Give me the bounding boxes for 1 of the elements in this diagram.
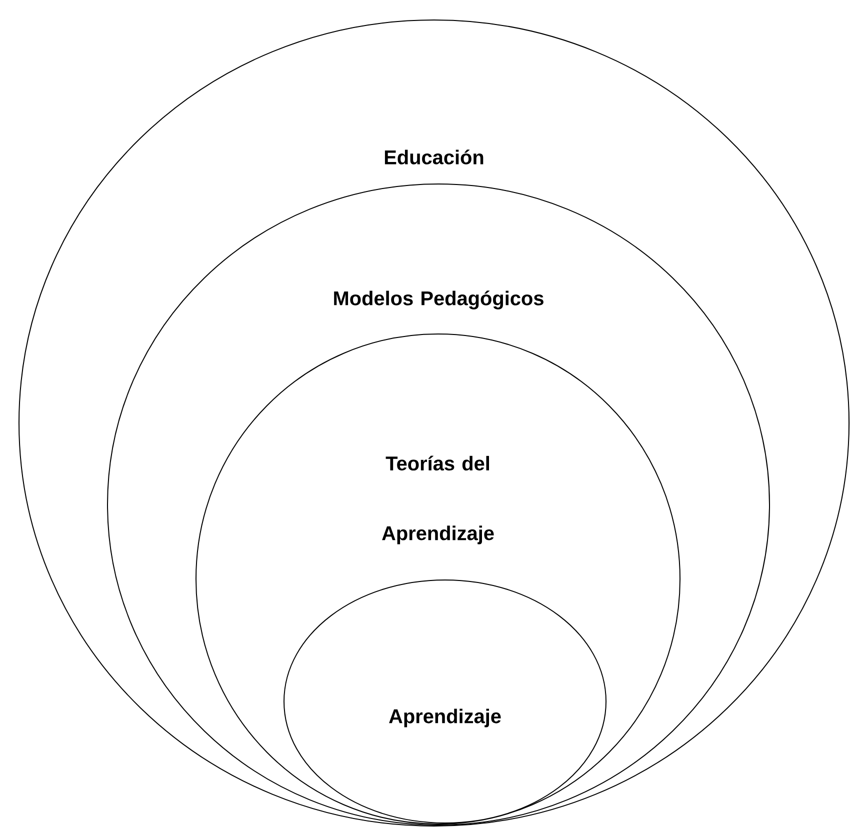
node-label: Aprendizaje: [389, 708, 501, 728]
